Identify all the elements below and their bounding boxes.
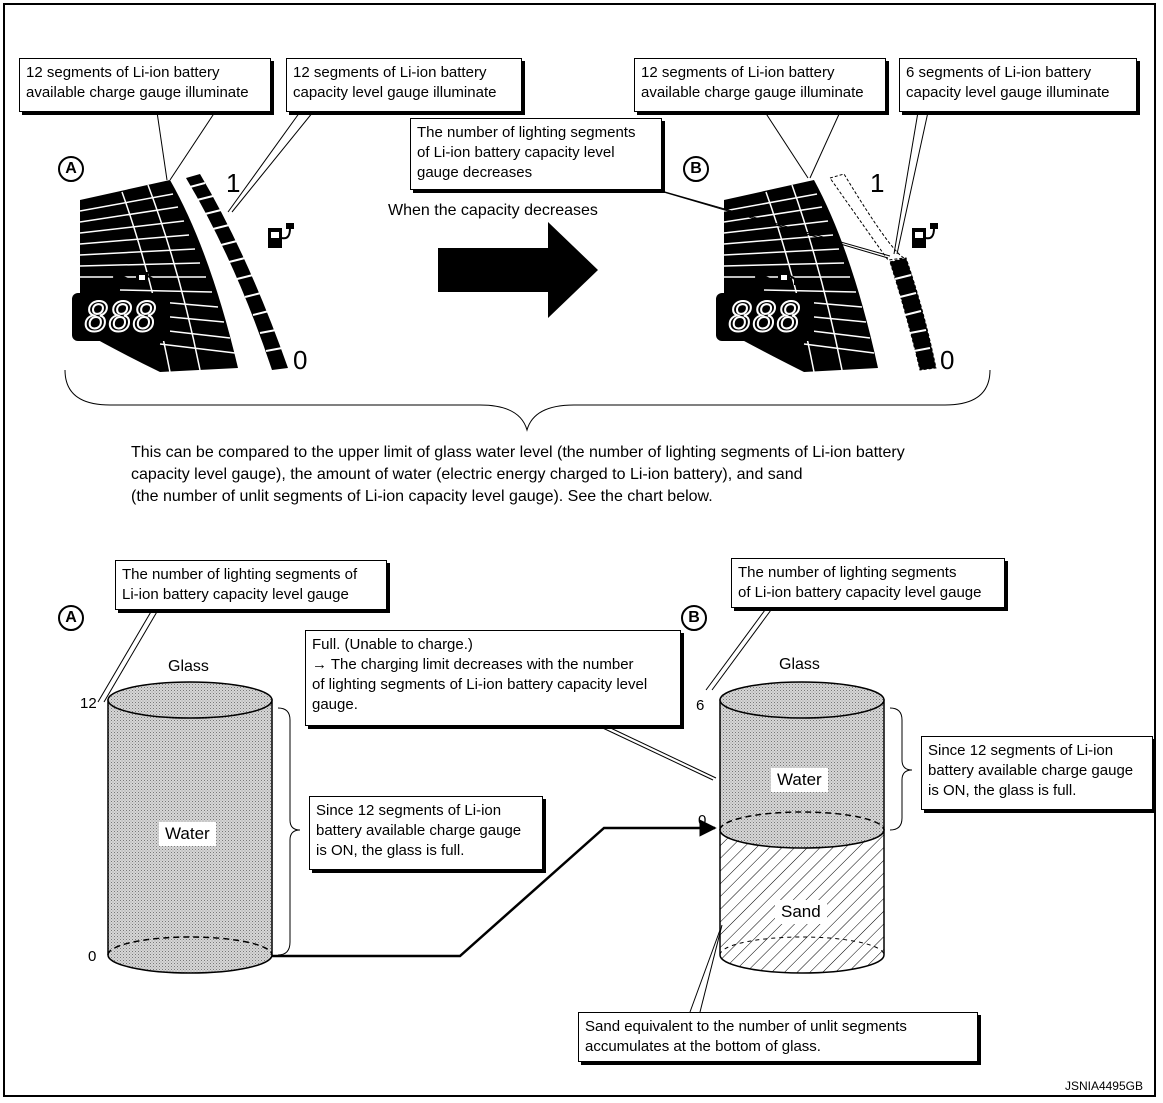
gauge-b-digits: 888 (729, 295, 801, 341)
glass-a-top-ellipse (107, 681, 273, 719)
glass-transfer-arrow (272, 819, 717, 958)
gauge-b-capacity-unlit (829, 173, 906, 261)
glass-b-water-label: Water (771, 768, 828, 792)
gauge-a-fuel-arrow-icon (113, 270, 154, 292)
glass-a-side-note: Since 12 segments of Li-ion battery avai… (309, 796, 543, 870)
glass-b-top-value: 6 (696, 697, 705, 714)
glass-b-title: Glass (779, 656, 820, 673)
glass-b-top-ellipse (719, 681, 885, 719)
gauge-b-segment-dividers (723, 184, 875, 373)
capacity-decrease-arrow (438, 222, 598, 318)
gauge-a-digits: 888 (85, 295, 157, 341)
gauge-b-scale-bottom: 0 (940, 345, 955, 375)
glass-a-top-value: 12 (80, 695, 97, 712)
glass-a-bottom-back (107, 936, 273, 956)
arrow-label: When the capacity decreases (388, 202, 598, 219)
explanation-text: This can be compared to the upper limit … (131, 444, 905, 505)
comparison-brace (64, 369, 991, 432)
gauge-a-marker: A (58, 156, 84, 182)
figure-id: JSNIA4495GB (1064, 1079, 1143, 1093)
gauge-b-fuel-arrow-icon (755, 270, 796, 292)
gauge-a-capacity-callout: 12 segments of Li-ion battery capacity l… (286, 58, 522, 112)
gauge-a-segment-dividers (79, 184, 236, 373)
glass-a-brace (277, 707, 301, 956)
gauge-a-capacity-dividers (189, 182, 283, 352)
figure-frame (3, 3, 1156, 1097)
gauge-b-plug-icon (912, 223, 938, 248)
gauge-b: 888 (649, 111, 938, 373)
gauge-a-capacity-segments (186, 174, 288, 370)
gauge-a-scale-top: 1 (226, 168, 241, 198)
gauge-b-capacity-callout: 6 segments of Li-ion battery capacity le… (899, 58, 1137, 112)
gauge-b-marker: B (683, 156, 709, 182)
gauge-a-scale-bottom: 0 (293, 345, 308, 375)
glass-b-water-line-back (719, 811, 885, 831)
gauge-b-scale-top: 1 (870, 168, 885, 198)
glass-b-full-note: Full. (Unable to charge.) → The charging… (305, 630, 681, 726)
glass-b-marker: B (681, 605, 707, 631)
gauge-a-plug-icon (268, 223, 294, 248)
gauge-a-digit-display (72, 293, 170, 341)
gauge-b-decrease-callout: The number of lighting segments of Li-io… (410, 118, 662, 190)
gauge-a: 888 (72, 111, 314, 373)
glass-b-sand-note: Sand equivalent to the number of unlit s… (578, 1012, 978, 1062)
glass-b-callout: The number of lighting segments of Li-io… (731, 558, 1005, 608)
gauge-a-charge-callout: 12 segments of Li-ion battery available … (19, 58, 271, 112)
glass-b-zero-value: 0 (698, 812, 707, 829)
glass-b-bottom-back (719, 936, 885, 956)
glass-b-side-note: Since 12 segments of Li-ion battery avai… (921, 736, 1153, 810)
glass-a-title: Glass (168, 658, 209, 675)
glass-b-brace (889, 707, 913, 831)
gauge-b-digit-display (716, 293, 814, 341)
glass-a-marker: A (58, 605, 84, 631)
glass-a-water-label: Water (159, 822, 216, 846)
glass-a-bottom-value: 0 (88, 948, 97, 965)
glass-b-sand-label: Sand (775, 900, 827, 924)
glass-a-callout: The number of lighting segments of Li-io… (115, 560, 387, 610)
gauge-b-capacity-dividers (894, 274, 931, 352)
gauge-b-charge-callout: 12 segments of Li-ion battery available … (634, 58, 886, 112)
